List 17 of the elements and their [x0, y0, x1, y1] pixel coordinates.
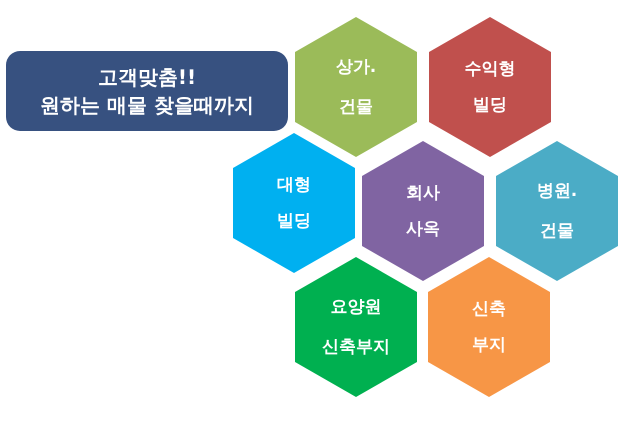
tile-label: 병원.건물 [536, 180, 578, 243]
tile-label: 수익형 빌딩 [464, 58, 516, 117]
banner-heading: 고객맞춤!! [98, 64, 196, 91]
banner-text: 원하는 매물 찾을때까지 [40, 92, 254, 119]
hexagon-tile [496, 141, 618, 281]
tile-label: 요양원 신축부지 [322, 296, 390, 359]
hexagon-tile [429, 17, 551, 157]
hexagon-tile [295, 257, 417, 397]
hexagon-tile [233, 133, 355, 273]
hexagon-tile [295, 17, 417, 157]
tile-label: 상가.건물 [336, 56, 376, 119]
hexagon-tile [428, 257, 550, 397]
banner [6, 51, 288, 131]
hexagon-tile [362, 141, 484, 281]
tile-label: 신축 부지 [472, 298, 506, 357]
tile-label: 회사 사옥 [406, 182, 440, 241]
tile-label: 대형 빌딩 [277, 174, 311, 233]
